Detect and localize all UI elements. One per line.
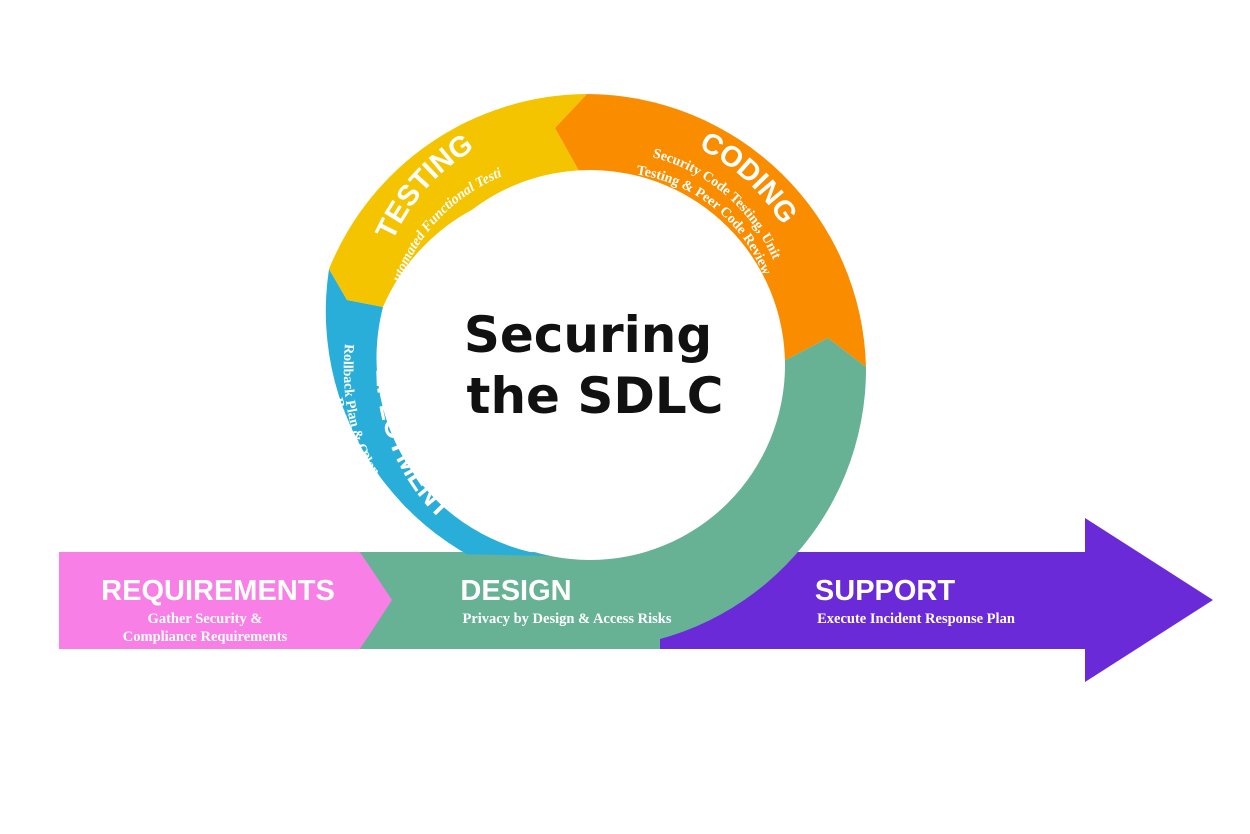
requirements-desc-line1: Gather Security & (148, 611, 263, 627)
support-title: SUPPORT (815, 575, 955, 607)
support-desc: Execute Incident Response Plan (817, 611, 1015, 627)
center-circle (395, 170, 785, 560)
design-desc: Privacy by Design & Access Risks (462, 611, 671, 627)
center-title-line1: Securing (464, 306, 712, 364)
design-ring-segment (360, 338, 867, 649)
testing-segment (329, 94, 588, 307)
requirements-band (59, 552, 393, 649)
requirements-desc-line2: Compliance Requirements (123, 629, 288, 645)
design-title: DESIGN (460, 575, 571, 607)
center-title-line2: the SDLC (467, 367, 724, 425)
requirements-title: REQUIREMENTS (101, 575, 335, 607)
deployment-segment (325, 269, 580, 590)
